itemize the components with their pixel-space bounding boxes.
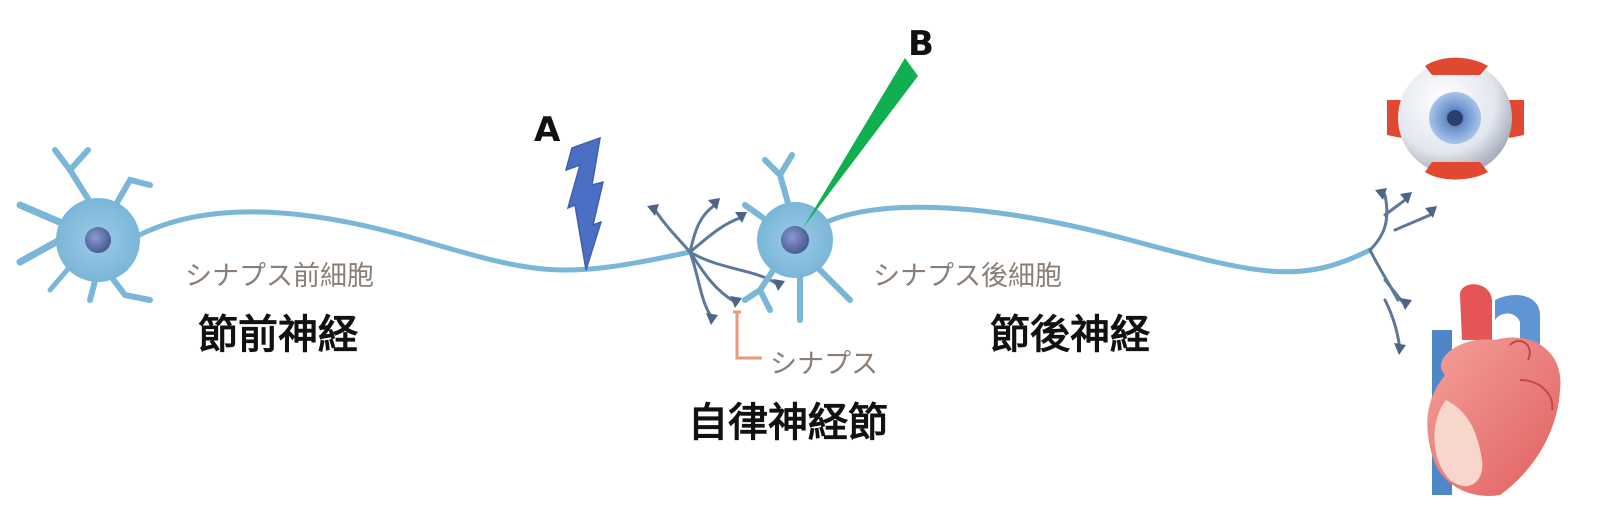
- presynaptic-cell-label: シナプス前細胞: [185, 261, 374, 292]
- target-terminals: [1368, 193, 1432, 352]
- eyeball-icon: [1387, 57, 1524, 180]
- autonomic-ganglion-label: 自律神経節: [688, 400, 888, 446]
- marker-a-label: A: [534, 110, 561, 150]
- postganglionic-nerve-label: 節後神経: [990, 312, 1150, 358]
- presynaptic-nucleus: [85, 227, 111, 253]
- preganglionic-nerve-label: 節前神経: [198, 312, 358, 358]
- stimulus-a-lightning-icon: [564, 136, 605, 271]
- axon-terminals: [653, 203, 780, 320]
- heart-icon: [1427, 284, 1561, 496]
- target-boutons: [1375, 188, 1437, 355]
- probe-b-needle-icon: [803, 58, 918, 228]
- synapse-bracket: [733, 310, 762, 360]
- synapse-label: シナプス: [770, 349, 878, 380]
- postsynaptic-nucleus: [781, 226, 809, 254]
- marker-b-label: B: [908, 24, 934, 64]
- synaptic-boutons: [647, 198, 785, 325]
- postsynaptic-cell-label: シナプス後細胞: [873, 261, 1062, 292]
